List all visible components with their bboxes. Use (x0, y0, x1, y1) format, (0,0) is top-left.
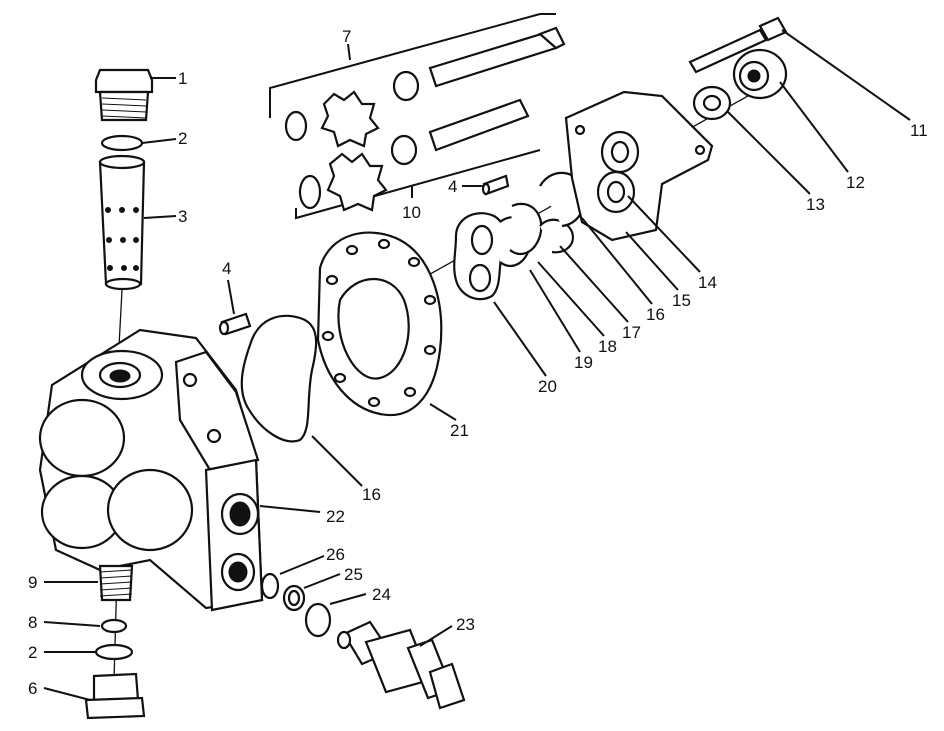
plug-part-1 (94, 68, 154, 122)
leader-lines (43, 29, 911, 701)
seal-part-18 (509, 202, 543, 255)
callout-14: 14 (698, 273, 717, 292)
callout-16-right: 16 (646, 305, 665, 324)
callout-9: 9 (28, 573, 37, 592)
housing-plate-part-21 (316, 231, 443, 417)
sleeve-part-3 (98, 154, 146, 291)
plug-part-6 (84, 672, 146, 720)
callout-4-left: 4 (222, 259, 231, 278)
gasket-part-16-left (240, 314, 318, 443)
callout-19: 19 (574, 353, 593, 372)
callout-22: 22 (326, 507, 345, 526)
callout-18: 18 (598, 337, 617, 356)
gear-shaft-assembly (269, 13, 566, 220)
disc-part-8 (100, 618, 128, 634)
callout-6: 6 (28, 679, 37, 698)
rear-housing-part-14 (564, 90, 714, 242)
callout-17: 17 (622, 323, 641, 342)
callout-21: 21 (450, 421, 469, 440)
dowel-pin-part-4-left (218, 312, 252, 336)
callout-labels: 1 2 3 4 4 7 10 11 12 13 14 15 16 17 18 1… (28, 27, 928, 698)
callout-16-left: 16 (362, 485, 381, 504)
callout-25: 25 (344, 565, 363, 584)
callout-20: 20 (538, 377, 557, 396)
oring-part-2-lower (94, 643, 134, 661)
pump-body-part-22 (38, 328, 264, 612)
callout-3: 3 (178, 207, 187, 226)
seal-part-17 (539, 218, 574, 254)
dowel-pin-part-4-right (481, 174, 510, 196)
relief-valve-part-23 (336, 620, 466, 710)
callout-11: 11 (910, 121, 928, 140)
callout-8: 8 (28, 613, 37, 632)
callout-12: 12 (846, 173, 865, 192)
ring-part-24 (304, 602, 332, 638)
callout-10: 10 (402, 203, 421, 222)
spring-part-9 (98, 564, 134, 602)
callout-23: 23 (456, 615, 475, 634)
callout-15: 15 (672, 291, 691, 310)
callout-13: 13 (806, 195, 825, 214)
bearing-part-12 (732, 48, 788, 100)
callout-4-right: 4 (448, 177, 457, 196)
callout-26: 26 (326, 545, 345, 564)
oring-part-2 (100, 134, 144, 152)
callout-7: 7 (342, 27, 351, 46)
callout-24: 24 (372, 585, 391, 604)
callout-1: 1 (178, 69, 187, 88)
ring-part-26 (260, 572, 280, 600)
callout-2: 2 (178, 129, 187, 148)
bolt-part-11 (688, 16, 788, 74)
callout-2-lower: 2 (28, 643, 37, 662)
